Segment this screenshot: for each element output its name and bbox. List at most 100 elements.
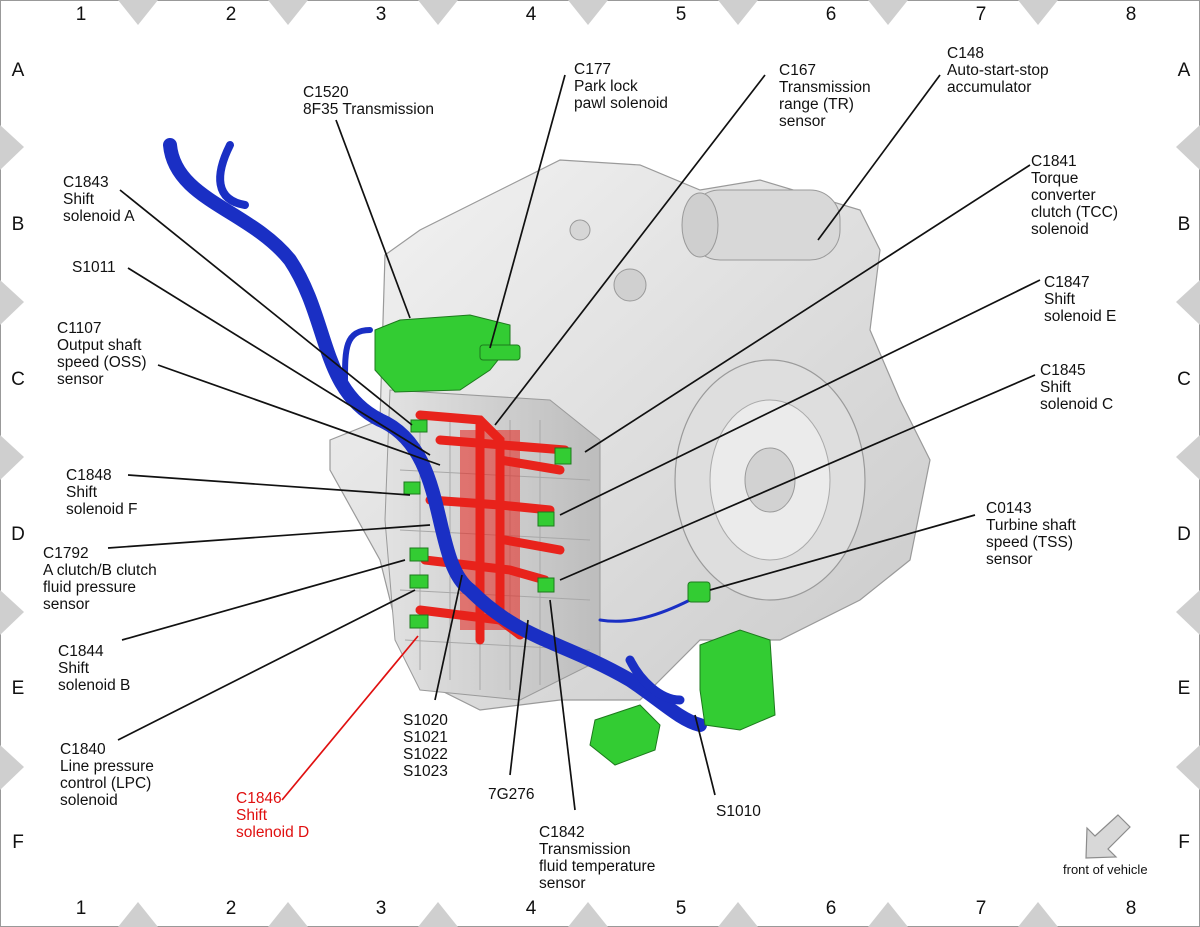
- connector-c1847: [537, 511, 555, 527]
- grid-row-label: C: [11, 369, 25, 390]
- callout-s1010: S1010: [716, 803, 761, 820]
- grid-marker-top: [268, 0, 308, 25]
- grid-column-label: 5: [675, 4, 687, 25]
- arrow-down-left-icon: [1085, 814, 1131, 859]
- callout-description-line: clutch (TCC): [1031, 204, 1118, 221]
- grid-marker-left: [0, 280, 24, 325]
- connector-c177: [479, 344, 521, 361]
- connector-c0143: [687, 581, 711, 603]
- grid-row-label: D: [11, 524, 25, 545]
- grid-row-label: C: [1177, 369, 1191, 390]
- callout-id: C1843: [63, 174, 109, 191]
- callout-description-line: Auto-start-stop: [947, 62, 1049, 79]
- callout-id: 7G276: [488, 786, 535, 803]
- leader-line-c1846: [281, 635, 419, 801]
- callout-description-line: pawl solenoid: [574, 95, 668, 112]
- grid-row-label: B: [1177, 214, 1191, 235]
- grid-row-label: A: [1177, 60, 1191, 81]
- callout-id: S1011: [72, 259, 116, 276]
- callout-description-line: sensor: [779, 113, 826, 130]
- connector-c1848: [403, 481, 421, 495]
- callout-description-line: speed (TSS): [986, 534, 1074, 551]
- grid-column-label: 4: [525, 898, 537, 919]
- connector-c1843: [410, 419, 428, 433]
- grid-column-label: 6: [825, 898, 837, 919]
- callout-id: C167: [779, 62, 817, 79]
- callout-description-line: Transmission: [779, 79, 871, 96]
- grid-marker-bottom: [118, 902, 158, 927]
- grid-marker-right: [1176, 590, 1200, 635]
- grid-column-label: 1: [75, 898, 87, 919]
- callout-description-line: solenoid: [60, 792, 118, 809]
- callout-description-line: fluid temperature: [539, 858, 656, 875]
- callout-description-line: solenoid D: [236, 824, 310, 841]
- callout-description-line: converter: [1031, 187, 1096, 204]
- grid-marker-top: [118, 0, 158, 25]
- callout-description-line: solenoid B: [58, 677, 131, 694]
- callout-description-line: A clutch/B clutch: [43, 562, 157, 579]
- connector-c1845: [537, 577, 555, 593]
- connector-c1844: [409, 547, 429, 562]
- grid-row-label: E: [1177, 678, 1191, 699]
- grid-column-label: 3: [375, 4, 387, 25]
- callout-description-line: fluid pressure: [43, 579, 137, 596]
- callout-description-line: solenoid A: [63, 208, 135, 225]
- callout-id: C1848: [66, 467, 112, 484]
- grid-marker-left: [0, 745, 24, 790]
- grid-column-label: 5: [675, 898, 687, 919]
- callout-id: C148: [947, 45, 985, 62]
- grid-marker-left: [0, 590, 24, 635]
- grid-marker-bottom: [868, 902, 908, 927]
- grid-column-label: 6: [825, 4, 837, 25]
- callout-id: C1845: [1040, 362, 1086, 379]
- callout-id: C0143: [986, 500, 1032, 517]
- grid-column-label: 3: [375, 898, 387, 919]
- grid-marker-top: [718, 0, 758, 25]
- grid-row-label: F: [1178, 832, 1190, 853]
- grid-column-label: 8: [1125, 4, 1137, 25]
- callout-description-line: Shift: [236, 807, 268, 824]
- callout-description-line: S1022: [403, 746, 448, 763]
- callout-description-line: Transmission: [539, 841, 631, 858]
- callout-id: S1020: [403, 712, 448, 729]
- callout-description-line: Torque: [1031, 170, 1079, 187]
- callout-id: C1844: [58, 643, 104, 660]
- callout-description-line: solenoid C: [1040, 396, 1114, 413]
- callout-description-line: sensor: [57, 371, 104, 388]
- callout-description-line: sensor: [43, 596, 90, 613]
- grid-marker-top: [418, 0, 458, 25]
- grid-marker-right: [1176, 125, 1200, 170]
- front-of-vehicle-caption: front of vehicle: [1063, 862, 1148, 877]
- callout-description-line: Shift: [58, 660, 90, 677]
- callout-id: C1846: [236, 790, 282, 807]
- callout-description-line: solenoid: [1031, 221, 1089, 238]
- grid-column-label: 2: [225, 4, 237, 25]
- callout-description-line: speed (OSS): [57, 354, 147, 371]
- grid-marker-top: [568, 0, 608, 25]
- grid-marker-right: [1176, 280, 1200, 325]
- callout-description-line: Shift: [1044, 291, 1076, 308]
- callout-description-line: control (LPC): [60, 775, 152, 792]
- callout-description-line: Output shaft: [57, 337, 142, 354]
- grid-column-label: 7: [975, 4, 987, 25]
- callout-id: C1842: [539, 824, 585, 841]
- grid-marker-left: [0, 435, 24, 480]
- grid-marker-top: [868, 0, 908, 25]
- callout-description-line: Shift: [63, 191, 95, 208]
- callout-s1011: S1011: [72, 259, 116, 276]
